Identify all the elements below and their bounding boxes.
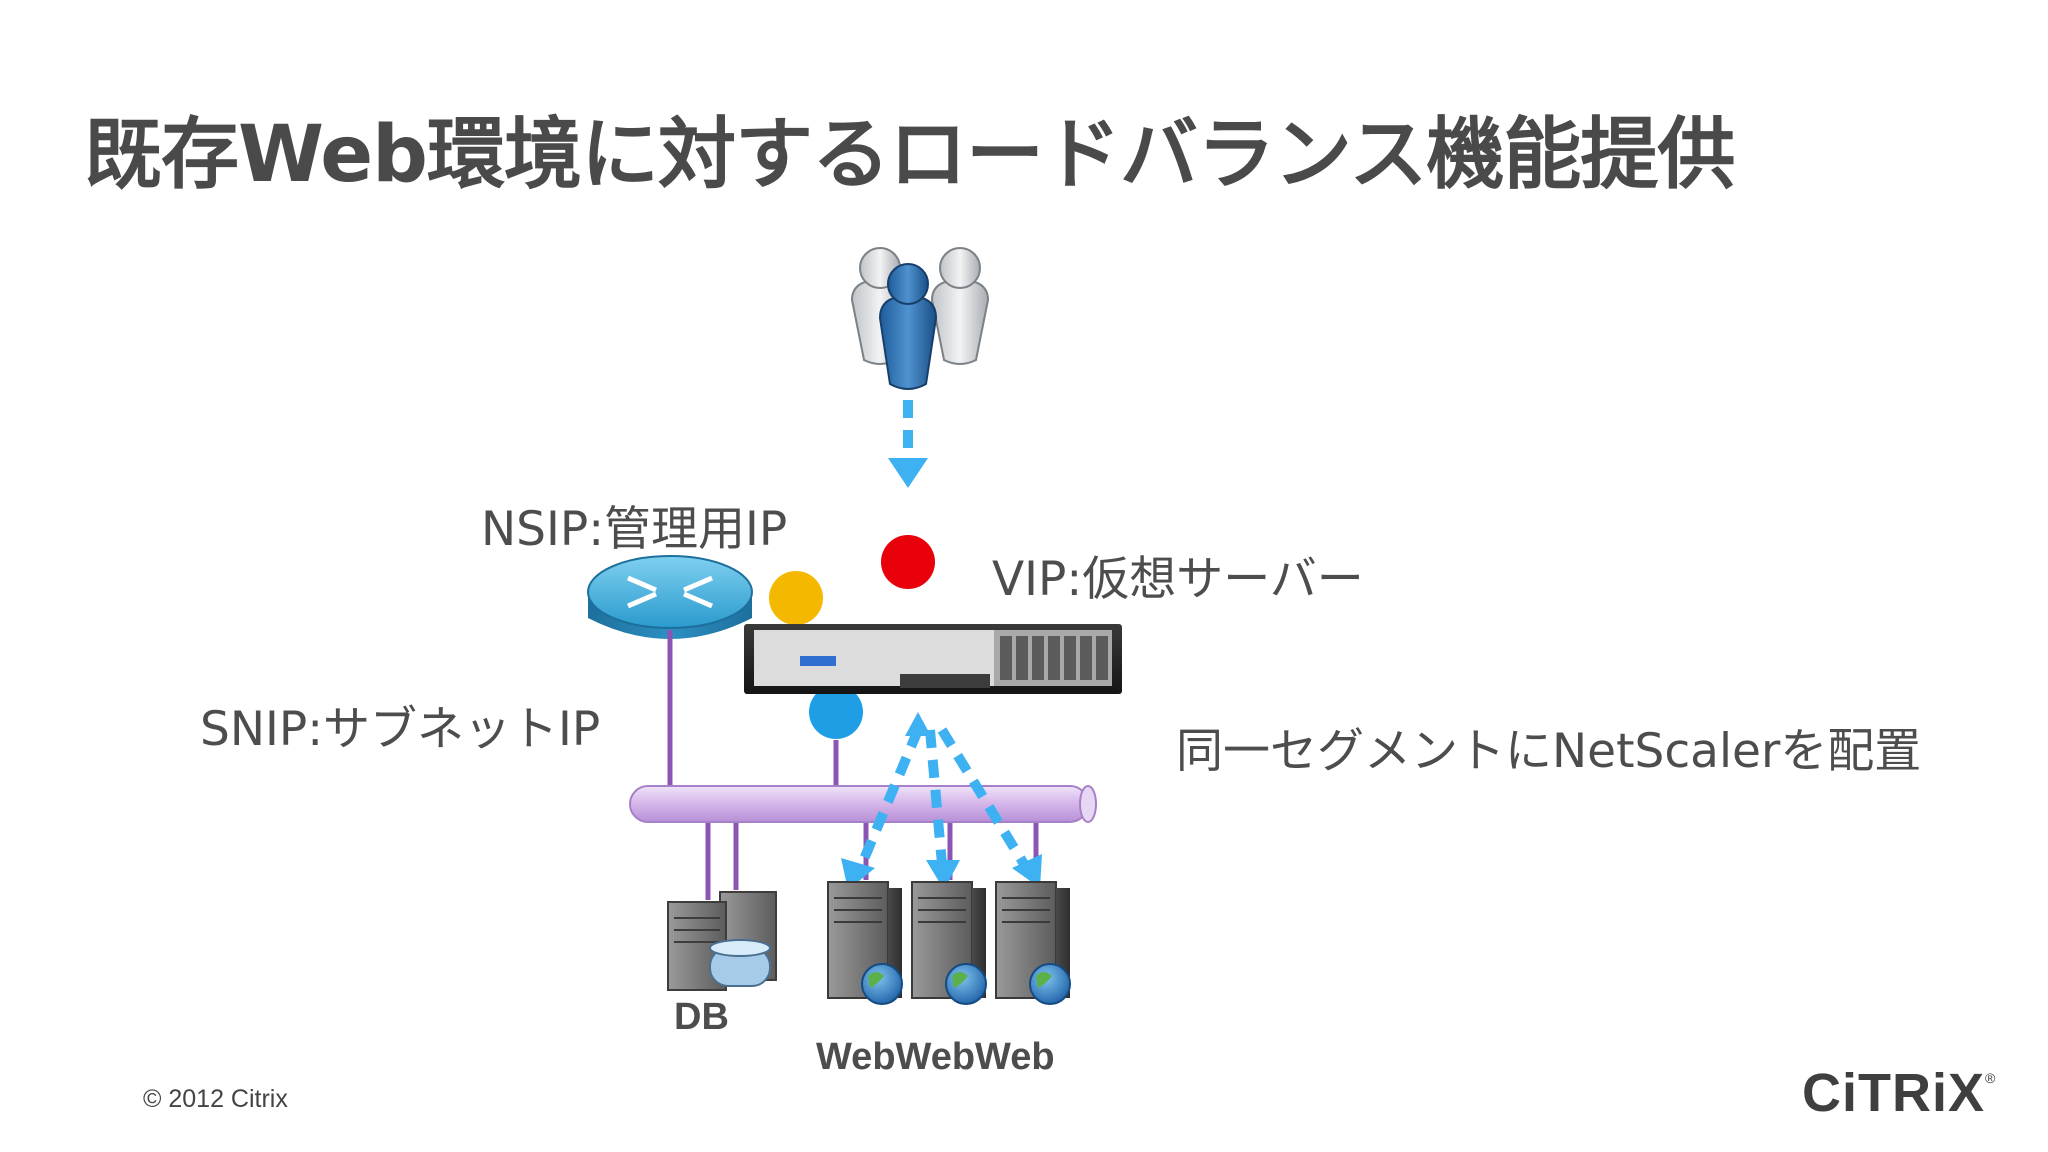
- nsip-label: NSIP:管理用IP: [481, 502, 788, 557]
- arrow-to-web1: [857, 728, 923, 866]
- snip-label: SNIP:サブネットIP: [200, 702, 601, 757]
- users-icon: [850, 247, 990, 390]
- arrow-head-down: [888, 458, 928, 488]
- nsip-dot: [769, 571, 823, 625]
- vip-label: VIP:仮想サーバー: [992, 552, 1364, 607]
- segment-note: 同一セグメントにNetScalerを配置: [1176, 724, 1922, 779]
- db-label: DB: [674, 996, 729, 1038]
- citrix-logo: CiTRiX®: [1802, 1063, 1997, 1123]
- arrow-head-web2: [926, 860, 960, 890]
- page-title: 既存Web環境に対するロードバランス機能提供: [84, 110, 1735, 200]
- arrow-head-up-left: [905, 712, 931, 736]
- arrow-head-web3: [1012, 854, 1042, 888]
- web-label: WebWebWeb: [816, 1036, 1055, 1078]
- logo-text: CiTRiX: [1802, 1063, 1986, 1123]
- network-bus: [629, 785, 1097, 823]
- netscaler-appliance: [744, 624, 1122, 694]
- web-server-2-icon: [911, 881, 987, 1005]
- snip-dot: [809, 685, 863, 739]
- vip-dot: [881, 535, 935, 589]
- router-icon: [587, 555, 753, 639]
- db-server-icon: [667, 891, 777, 991]
- arrow-to-web2: [925, 729, 947, 865]
- web-server-1-icon: [827, 881, 903, 1005]
- web-server-3-icon: [995, 881, 1071, 1005]
- arrow-to-web3: [937, 727, 1029, 867]
- copyright-text: © 2012 Citrix: [143, 1085, 288, 1113]
